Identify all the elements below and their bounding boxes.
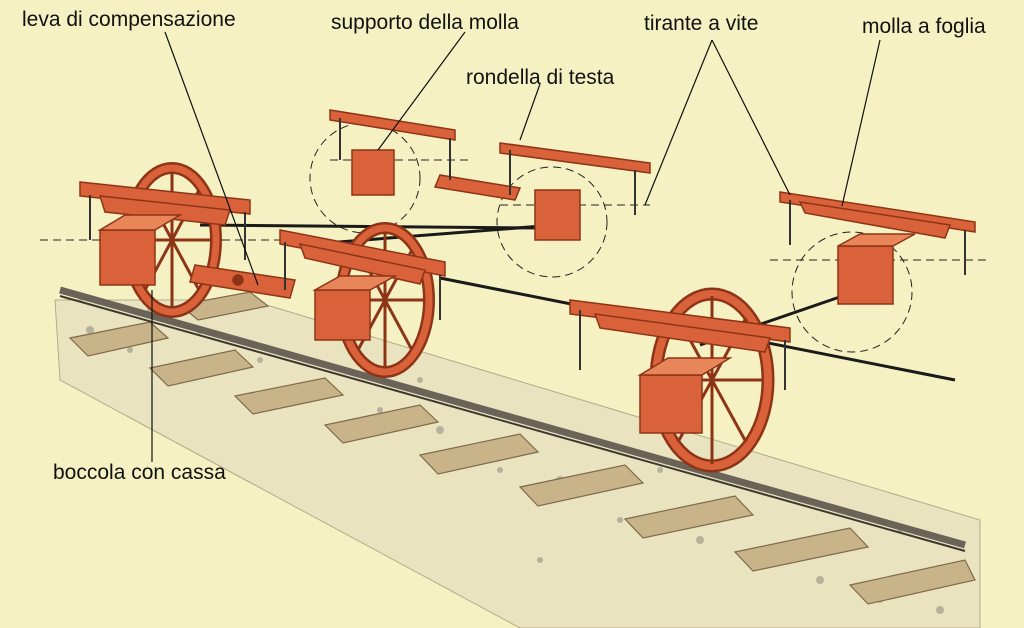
label-boccola-con-cassa: boccola con cassa	[53, 461, 226, 484]
label-molla-a-foglia: molla a foglia	[862, 15, 986, 38]
rails	[59, 286, 966, 552]
compensating-lever	[189, 174, 522, 299]
tie-rods	[89, 118, 966, 390]
label-leva-di-compensazione: leva di compensazione	[22, 8, 236, 31]
leader-lines	[151, 31, 881, 462]
leaf-springs	[79, 109, 976, 353]
axle-boxes	[97, 149, 916, 434]
label-rondella-di-testa: rondella di testa	[466, 66, 615, 89]
label-tirante-a-vite: tirante a vite	[644, 12, 759, 35]
sleepers	[68, 291, 976, 605]
label-supporto-della-molla: supporto della molla	[331, 11, 519, 34]
